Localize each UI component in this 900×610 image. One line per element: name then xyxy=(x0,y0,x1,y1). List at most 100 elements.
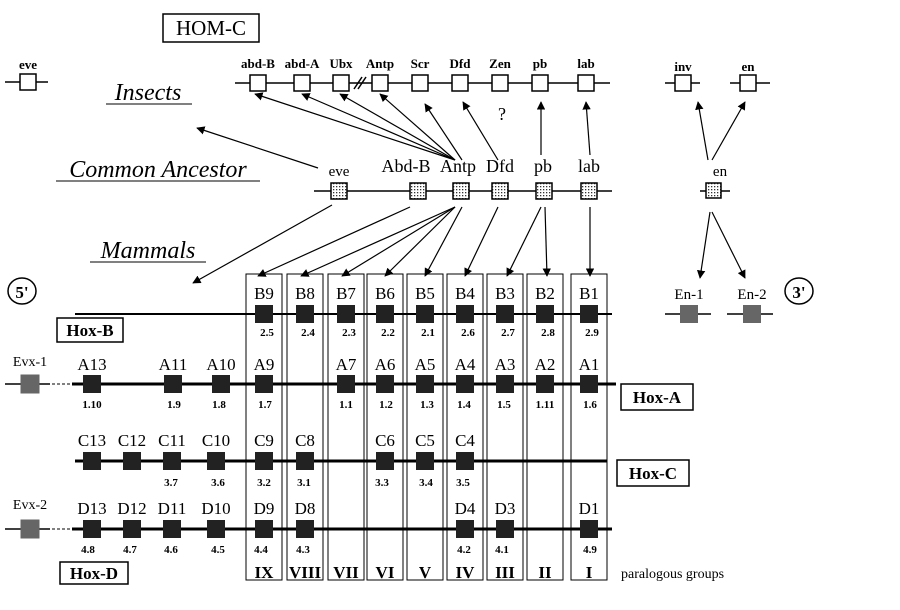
hox-gene-box xyxy=(536,375,554,393)
hox-a-number: 1.10 xyxy=(82,399,102,411)
evx2-label: Evx-2 xyxy=(13,498,47,513)
hox-gene-box xyxy=(207,520,225,538)
hox-gene-box xyxy=(376,375,394,393)
hox-gene-box xyxy=(536,305,554,323)
ancestor-gene-box xyxy=(491,182,509,200)
hox-c-label-box: Hox-C xyxy=(616,459,690,487)
unknown-question-mark: ? xyxy=(498,104,506,124)
hox-gene-box xyxy=(123,452,141,470)
hox-b-gene-label: B8 xyxy=(295,284,315,303)
paralog-group-numeral: VIII xyxy=(289,563,322,582)
hox-c-gene-label: C11 xyxy=(158,431,186,450)
ancestor-gene-box xyxy=(452,182,470,200)
hox-d-gene-label: D3 xyxy=(495,499,516,518)
hox-c-gene-label: C5 xyxy=(415,431,435,450)
hox-gene-box xyxy=(163,520,181,538)
hox-a-gene-label: A11 xyxy=(159,355,188,374)
insect-gene-label: Scr xyxy=(411,56,430,71)
insects-title: Insects xyxy=(114,80,182,106)
hox-a-number: 1.11 xyxy=(536,399,555,411)
paralog-group-numeral: I xyxy=(586,563,593,582)
hox-gene-box xyxy=(255,375,273,393)
insect-gene-label: abd-A xyxy=(285,56,320,71)
insect-eve-gene: eve xyxy=(5,57,48,91)
hox-a-label: Hox-A xyxy=(633,388,682,407)
insect-gene-label: pb xyxy=(533,56,547,71)
hox-c-gene-label: C12 xyxy=(118,431,146,450)
hox-c-number: 3.2 xyxy=(257,477,271,489)
hox-gene-box xyxy=(163,452,181,470)
en2-label: En-2 xyxy=(737,287,766,303)
hox-gene-box xyxy=(376,452,394,470)
ancestor-gene-label: Abd-B xyxy=(382,156,431,176)
insect-gene-label: abd-B xyxy=(241,56,275,71)
hox-gene-box xyxy=(580,375,598,393)
hox-b-number: 2.9 xyxy=(585,327,599,339)
hox-d-number: 4.7 xyxy=(123,544,137,556)
ancestor-to-mammal-arrows xyxy=(192,204,746,284)
hox-gene-box xyxy=(337,305,355,323)
insect-gene-box xyxy=(491,74,509,92)
ancestor-gene-label: eve xyxy=(329,164,350,180)
insect-gene-box xyxy=(332,74,350,92)
insect-gene-box xyxy=(371,74,389,92)
common-ancestor-title: Common Ancestor xyxy=(69,157,247,183)
paralog-column xyxy=(570,273,608,581)
en1-gene: En-1 xyxy=(665,287,711,323)
hox-d-gene-label: D4 xyxy=(455,499,476,518)
hox-b-gene-label: B9 xyxy=(254,284,274,303)
hox-a-number: 1.7 xyxy=(258,399,272,411)
hox-gene-box xyxy=(456,305,474,323)
hox-b-number: 2.7 xyxy=(501,327,515,339)
paralog-column xyxy=(366,273,404,581)
hox-b-gene-label: B5 xyxy=(415,284,435,303)
hox-gene-box xyxy=(456,375,474,393)
hox-b-gene-label: B1 xyxy=(579,284,599,303)
hox-a-gene-label: A9 xyxy=(254,355,275,374)
hox-d-gene-label: D11 xyxy=(158,499,187,518)
hox-d-number: 4.3 xyxy=(296,544,310,556)
paralog-group-numeral: IV xyxy=(456,563,476,582)
en2-gene: En-2 xyxy=(727,287,773,323)
hox-d-number: 4.2 xyxy=(457,544,471,556)
hox-b-gene-label: B3 xyxy=(495,284,515,303)
hox-a-number: 1.3 xyxy=(420,399,434,411)
ancestor-gene-label: Antp xyxy=(440,156,476,176)
hox-c-label: Hox-C xyxy=(629,464,677,483)
hox-d-gene-label: D1 xyxy=(579,499,600,518)
hox-b-gene-label: B2 xyxy=(535,284,555,303)
en1-label: En-1 xyxy=(674,287,703,303)
hox-a-gene-label: A1 xyxy=(579,355,600,374)
five-prime-marker xyxy=(7,277,37,305)
insect-gene-label: Dfd xyxy=(450,56,472,71)
five-prime-label: 5' xyxy=(15,283,28,302)
hox-gene-box xyxy=(255,305,273,323)
hox-a-number: 1.9 xyxy=(167,399,181,411)
hox-gene-box xyxy=(376,305,394,323)
insect-gene-box xyxy=(249,74,267,92)
hox-b-gene-label: B7 xyxy=(336,284,356,303)
hox-d-label-box: Hox-D xyxy=(59,561,129,585)
hox-gene-box xyxy=(456,520,474,538)
insect-gene-label: Antp xyxy=(366,56,394,71)
hox-b-gene-label: B4 xyxy=(455,284,475,303)
three-prime-label: 3' xyxy=(792,283,805,302)
paralog-group-numeral: VI xyxy=(376,563,395,582)
paralog-group-numeral: II xyxy=(538,563,552,582)
hox-gene-box xyxy=(296,452,314,470)
hox-b-number: 2.6 xyxy=(461,327,475,339)
hox-c-number: 3.5 xyxy=(456,477,470,489)
hox-c-gene-label: C13 xyxy=(78,431,106,450)
hox-a-gene-label: A2 xyxy=(535,355,556,374)
hox-gene-box xyxy=(296,520,314,538)
hox-d-gene-label: D9 xyxy=(254,499,275,518)
hox-c-gene-label: C10 xyxy=(202,431,230,450)
hox-gene-box xyxy=(580,520,598,538)
paralog-column xyxy=(245,273,283,581)
hox-b-number: 2.4 xyxy=(301,327,315,339)
hox-c-number: 3.1 xyxy=(297,477,311,489)
hox-d-number: 4.8 xyxy=(81,544,95,556)
hox-a-number: 1.6 xyxy=(583,399,597,411)
